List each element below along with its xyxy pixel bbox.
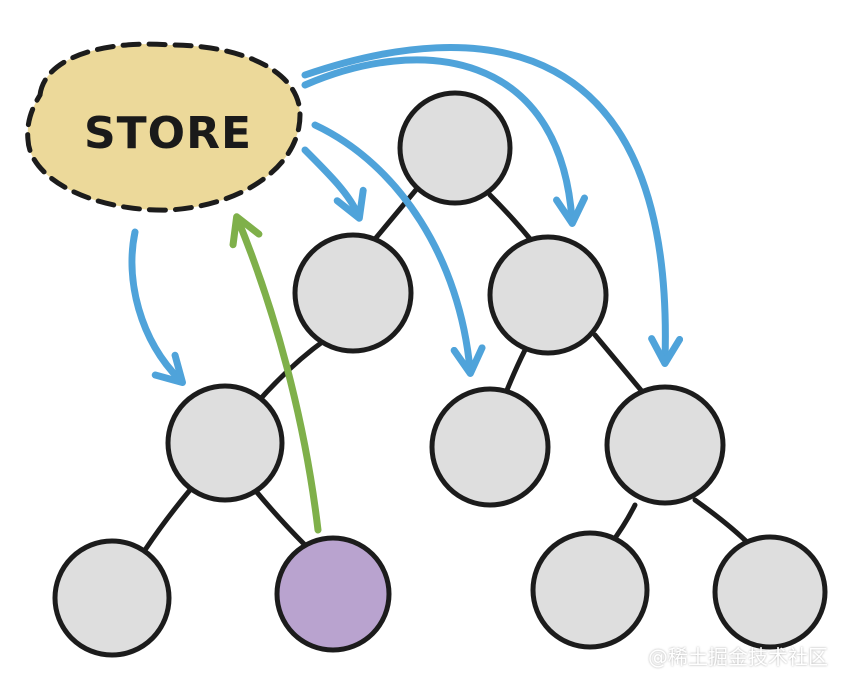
tree-node-l3-a [52,538,172,658]
tree-nodes [52,90,828,658]
watermark: @稀土掘金技术社区 [648,645,828,669]
tree-node-l2-left [165,383,285,503]
tree-node-l3-d [712,534,828,650]
edge-l2-right-l3-d [692,497,753,548]
edge-l2-left-l3-b [252,487,308,548]
node-to-store-arrows [229,213,322,534]
tree-node-root [397,90,513,206]
tree-node-l1-right [487,234,609,356]
edge-l2-left-l3-a [142,487,193,553]
store-node: STORE [25,41,303,213]
arrow-store-to-l1-left [301,146,367,222]
store-blob [25,41,303,213]
tree-node-l3-c [530,530,650,650]
edge-l1-right-l2-right [592,332,648,398]
store-to-node-arrows [128,44,684,386]
store-label: STORE [84,108,252,159]
arrow-store-to-l2-mid [311,121,486,377]
arrow-store-to-l2-left [128,228,186,386]
edge-l1-right-l2-mid [502,347,528,398]
arrow-store-to-l2-right [301,44,684,367]
tree-node-l1-left [292,232,414,354]
tree-node-l2-mid [429,386,551,508]
tree-node-l3-b-active [274,535,392,653]
arrow-l3-b-to-store [229,213,322,534]
tree-node-l2-right [604,384,726,506]
edge-root-l1-right [487,192,538,248]
arrow-store-to-l1-right [301,56,588,227]
